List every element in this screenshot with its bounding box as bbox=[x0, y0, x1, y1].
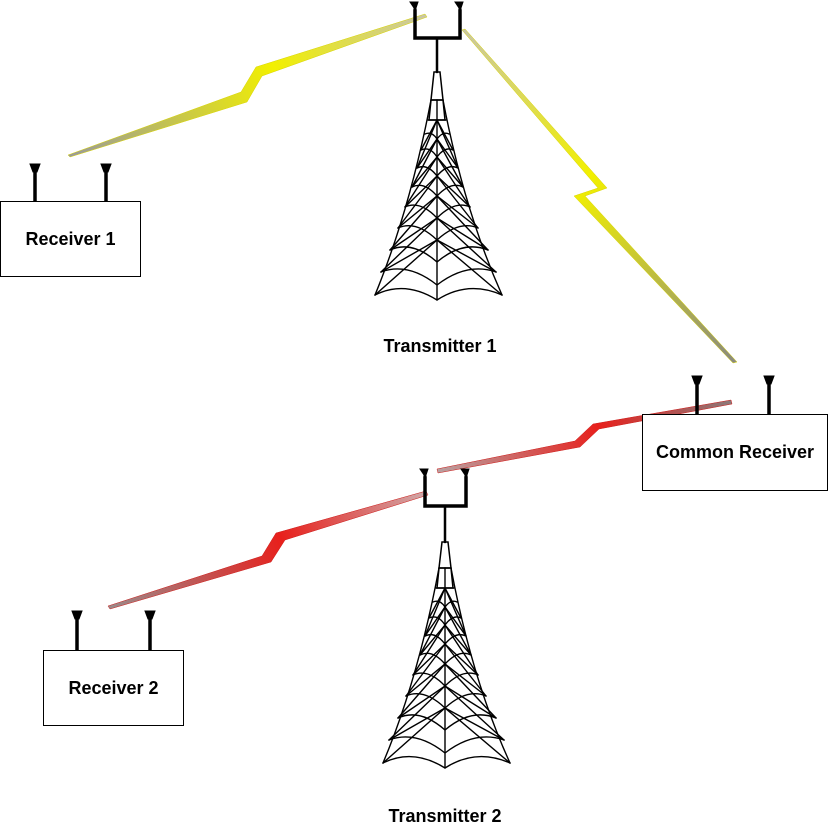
receiver-2-label: Receiver 2 bbox=[68, 677, 159, 698]
link-transmitter2-common-receiver bbox=[436, 399, 733, 474]
transmitter-2-tower bbox=[382, 468, 511, 769]
receiver-1-label: Receiver 1 bbox=[25, 228, 116, 249]
link-transmitter2-receiver2 bbox=[107, 490, 429, 610]
transmitter-2-label: Transmitter 2 bbox=[388, 806, 502, 826]
transmitter-1-antenna-icon bbox=[409, 1, 464, 74]
transmitter-1-tower bbox=[374, 1, 503, 301]
receiver-2-box: Receiver 2 bbox=[43, 650, 184, 726]
transmitter-2-antenna-icon bbox=[419, 468, 470, 544]
receiver-1-box: Receiver 1 bbox=[0, 201, 141, 277]
common-receiver-antenna-icon bbox=[691, 375, 775, 414]
link-transmitter1-receiver1 bbox=[67, 13, 428, 158]
receiver-1-antenna-icon bbox=[29, 163, 112, 201]
transmitter-1-label: Transmitter 1 bbox=[383, 336, 497, 356]
common-receiver-label: Common Receiver bbox=[655, 442, 815, 462]
common-receiver-box: Common Receiver bbox=[642, 414, 828, 491]
link-transmitter1-common-receiver bbox=[461, 28, 738, 364]
receiver-2-antenna-icon bbox=[71, 610, 156, 650]
